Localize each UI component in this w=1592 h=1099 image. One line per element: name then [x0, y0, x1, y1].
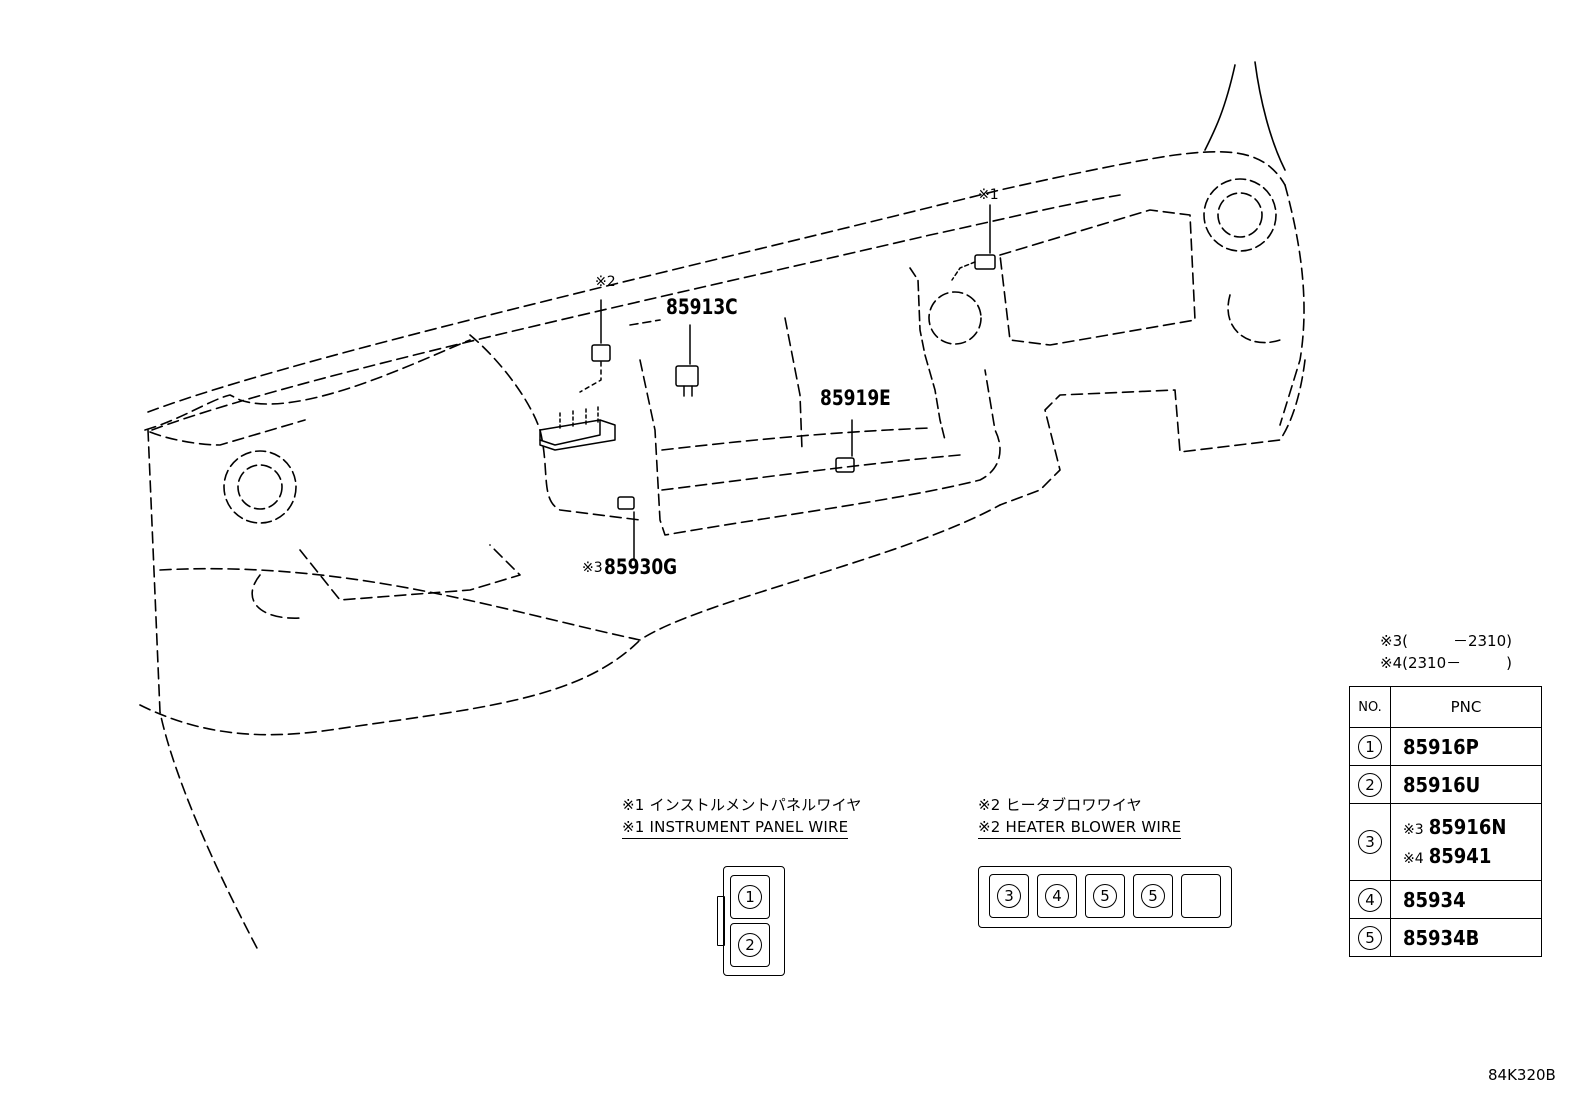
slot-number: 5: [1141, 884, 1165, 908]
row-pnc: 85934B: [1403, 925, 1480, 950]
mark-1-label: ※1: [978, 187, 999, 203]
relay-slot: 2: [730, 923, 770, 967]
slot-number: 4: [1045, 884, 1069, 908]
slot-number: 2: [738, 933, 762, 957]
connector-85913C: [675, 324, 699, 397]
relay-box-1: 1 2: [723, 866, 785, 976]
mark-2-label: ※2: [595, 274, 616, 290]
table-row: 3 ※3 85916N ※4 85941: [1349, 803, 1542, 881]
table-row: 1 85916P: [1349, 727, 1542, 766]
part-label-85930G: 85930G: [604, 555, 678, 579]
note-1-japanese: ※1 インストルメントパネルワイヤ: [622, 796, 862, 814]
relay-slot: 5: [1085, 874, 1125, 918]
row-pnc: 85934: [1403, 887, 1466, 912]
part-label-85919E: 85919E: [820, 386, 891, 410]
row-number: 5: [1358, 925, 1382, 950]
table-row: 2 85916U: [1349, 765, 1542, 804]
part-label-85913C: 85913C: [666, 295, 738, 319]
note-2-english: ※2 HEATER BLOWER WIRE: [978, 820, 1182, 839]
note-2-japanese: ※2 ヒータブロワワイヤ: [978, 796, 1142, 814]
row-mark-3: ※3: [1403, 822, 1424, 838]
row-pnc: 85916U: [1403, 772, 1481, 797]
slot-number: 1: [738, 885, 762, 909]
row-number: 3: [1358, 830, 1382, 854]
footnote-3: ※3( －2310): [1380, 632, 1512, 650]
note-1-english: ※1 INSTRUMENT PANEL WIRE: [622, 820, 849, 839]
table-row: 4 85934: [1349, 880, 1542, 919]
table-header-row: NO. PNC: [1349, 686, 1542, 728]
header-no: NO.: [1349, 686, 1391, 728]
relay-box-1-tab: [717, 896, 725, 946]
connector-m2: [579, 299, 611, 393]
pnc-table: NO. PNC 1 85916P 2 85916U 3 ※3 85916N ※4…: [1349, 686, 1542, 957]
slot-number: 5: [1093, 884, 1117, 908]
row-pnc-b: 85941: [1428, 844, 1492, 868]
table-row: 5 85934B: [1349, 918, 1542, 957]
relay-slot-empty: [1181, 874, 1221, 918]
row-number: 2: [1358, 772, 1382, 797]
dashboard-outline: [139, 151, 1306, 951]
row-mark-4: ※4: [1403, 851, 1424, 867]
mark-3-label: ※3: [582, 560, 603, 576]
footnote-4: ※4(2310－ ): [1380, 654, 1512, 672]
relay-box-2: 3 4 5 5: [978, 866, 1232, 928]
relay-slot: 4: [1037, 874, 1077, 918]
slot-number: 3: [997, 884, 1021, 908]
connector-m1: [951, 204, 996, 281]
row-number: 1: [1358, 734, 1382, 759]
row-number: 4: [1358, 887, 1382, 912]
illustration-code: 84K320B: [1488, 1066, 1556, 1084]
relay-slot: 1: [730, 875, 770, 919]
row-pnc-a: 85916N: [1428, 815, 1507, 839]
relay-slot: 3: [989, 874, 1029, 918]
header-pnc: PNC: [1390, 686, 1542, 728]
dashboard-solid-lines: [223, 61, 1286, 524]
connector-85930G: [617, 496, 635, 561]
connector-85919E: [835, 419, 855, 473]
junction-block: [539, 403, 616, 451]
relay-slot: 5: [1133, 874, 1173, 918]
row-pnc: 85916P: [1403, 734, 1479, 759]
